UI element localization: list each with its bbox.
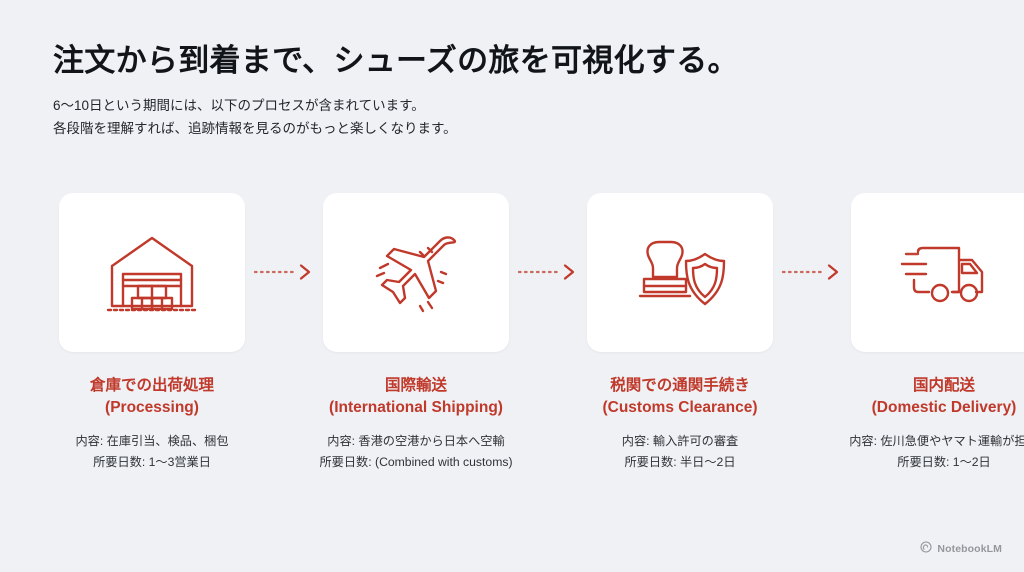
step-label: 倉庫での出荷処理 (Processing) <box>90 375 214 419</box>
header: 注文から到着まで、シューズの旅を可視化する。 6〜10日という期間には、以下のプ… <box>53 42 953 140</box>
step-duration: 所要日数: (Combined with customs) <box>319 455 513 470</box>
step-label-en: (Domestic Delivery) <box>871 399 1017 416</box>
step-label-en: (Processing) <box>105 399 199 416</box>
connector-arrow-3 <box>779 263 845 286</box>
step-label-ja: 税関での通関手続き <box>610 377 750 394</box>
step-card <box>587 193 773 352</box>
step-customs-clearance[interactable]: 税関での通関手続き (Customs Clearance) 内容: 輸入許可の審… <box>581 193 779 474</box>
notebooklm-watermark: NotebookLM <box>920 540 1002 558</box>
connector-arrow-1 <box>251 263 317 286</box>
notebooklm-logo-icon <box>920 540 932 558</box>
step-duration: 所要日数: 半日〜2日 <box>624 455 736 470</box>
step-card <box>59 193 245 352</box>
warehouse-icon <box>104 230 200 316</box>
step-duration: 所要日数: 1〜2日 <box>897 455 991 470</box>
step-card <box>323 193 509 352</box>
step-international-shipping[interactable]: 国際輸送 (International Shipping) 内容: 香港の空港か… <box>317 193 515 474</box>
subtitle-line-2: 各段階を理解すれば、追跡情報を見るのがもっと楽しくなります。 <box>53 120 457 136</box>
step-label-ja: 倉庫での出荷処理 <box>89 377 214 394</box>
step-meta: 内容: 在庫引当、検品、梱包 所要日数: 1〜3営業日 <box>75 431 228 474</box>
connector-arrow-2 <box>515 263 581 286</box>
dotted-arrow-right-icon <box>781 263 843 286</box>
subtitle: 6〜10日という期間には、以下のプロセスが含まれています。 各段階を理解すれば、… <box>53 94 953 140</box>
customs-stamp-shield-icon <box>632 230 728 316</box>
step-label-ja: 国内配送 <box>912 377 975 394</box>
step-content: 内容: 在庫引当、検品、梱包 <box>75 434 229 448</box>
step-meta: 内容: 香港の空港から日本へ空輸 所要日数: (Combined with cu… <box>319 431 512 474</box>
step-domestic-delivery[interactable]: 国内配送 (Domestic Delivery) 内容: 佐川急便やヤマト運輸が… <box>845 193 1024 474</box>
delivery-truck-icon <box>896 230 992 316</box>
step-label: 国際輸送 (International Shipping) <box>329 375 503 419</box>
step-label: 国内配送 (Domestic Delivery) <box>872 375 1017 419</box>
step-content: 内容: 佐川急便やヤマト運輸が担当 <box>849 434 1024 448</box>
step-label-en: (Customs Clearance) <box>602 399 758 416</box>
step-label-en: (International Shipping) <box>329 399 503 416</box>
airplane-icon <box>368 230 464 316</box>
step-card <box>851 193 1024 352</box>
step-processing[interactable]: 倉庫での出荷処理 (Processing) 内容: 在庫引当、検品、梱包 所要日… <box>53 193 251 474</box>
step-content: 内容: 輸入許可の審査 <box>621 434 739 448</box>
step-meta: 内容: 佐川急便やヤマト運輸が担当 所要日数: 1〜2日 <box>849 431 1024 474</box>
subtitle-line-1: 6〜10日という期間には、以下のプロセスが含まれています。 <box>53 97 425 113</box>
step-meta: 内容: 輸入許可の審査 所要日数: 半日〜2日 <box>622 431 738 474</box>
step-duration: 所要日数: 1〜3営業日 <box>93 455 211 470</box>
process-steps: 倉庫での出荷処理 (Processing) 内容: 在庫引当、検品、梱包 所要日… <box>53 193 1024 474</box>
step-label: 税関での通関手続き (Customs Clearance) <box>602 375 757 419</box>
dotted-arrow-right-icon <box>517 263 579 286</box>
step-label-ja: 国際輸送 <box>384 377 447 394</box>
step-content: 内容: 香港の空港から日本へ空輸 <box>327 434 505 448</box>
dotted-arrow-right-icon <box>253 263 315 286</box>
page-title: 注文から到着まで、シューズの旅を可視化する。 <box>53 43 739 78</box>
watermark-label: NotebookLM <box>937 543 1002 555</box>
